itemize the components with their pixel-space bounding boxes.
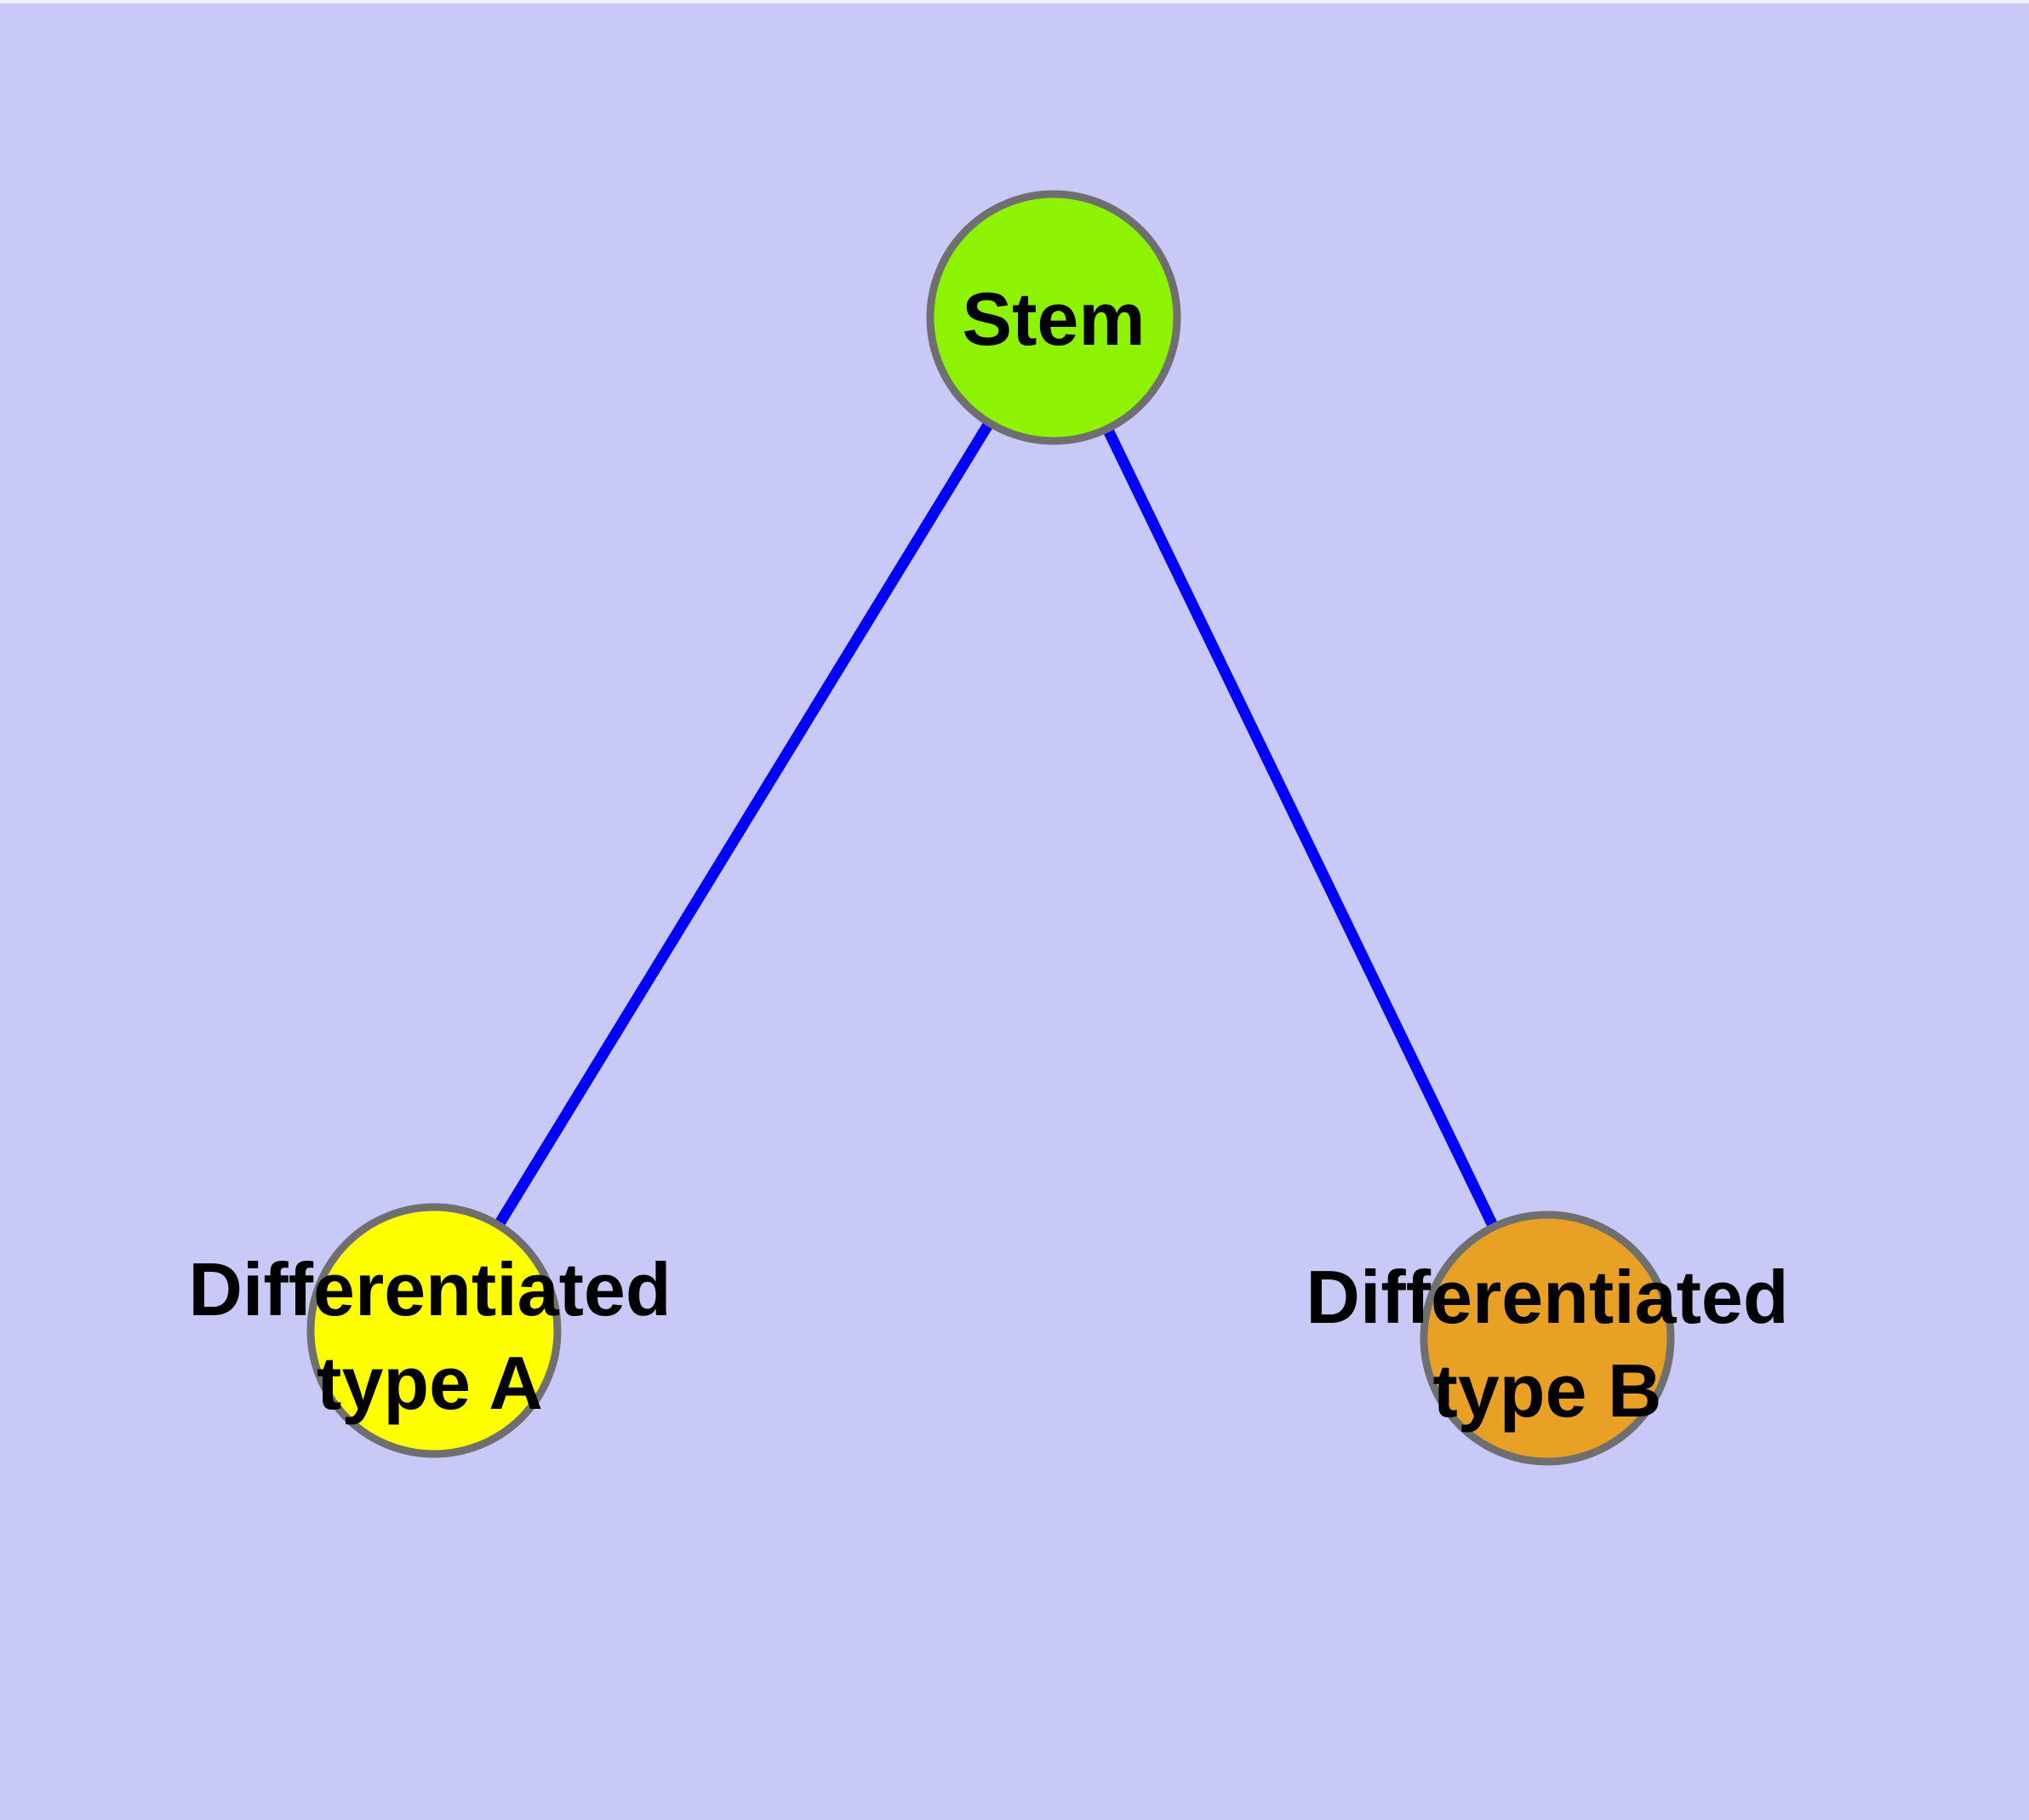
node-type-a-label-line1: Differentiated [188,1247,671,1331]
node-stem-circle [926,190,1181,445]
edge-stem-to-type-a [429,314,1059,1334]
node-type-a-circle [306,1203,562,1458]
node-type-b-circle [1420,1210,1675,1466]
canvas-top-edge-strip [0,0,2029,3]
node-stem-label: Stem [962,277,1145,361]
node-type-b-label-line2: type B [1433,1348,1662,1433]
edge-stem-to-type-b [1049,315,1552,1341]
node-type-b-label-line1: Differentiated [1306,1255,1788,1339]
node-type-a-label-line2: type A [317,1341,543,1425]
